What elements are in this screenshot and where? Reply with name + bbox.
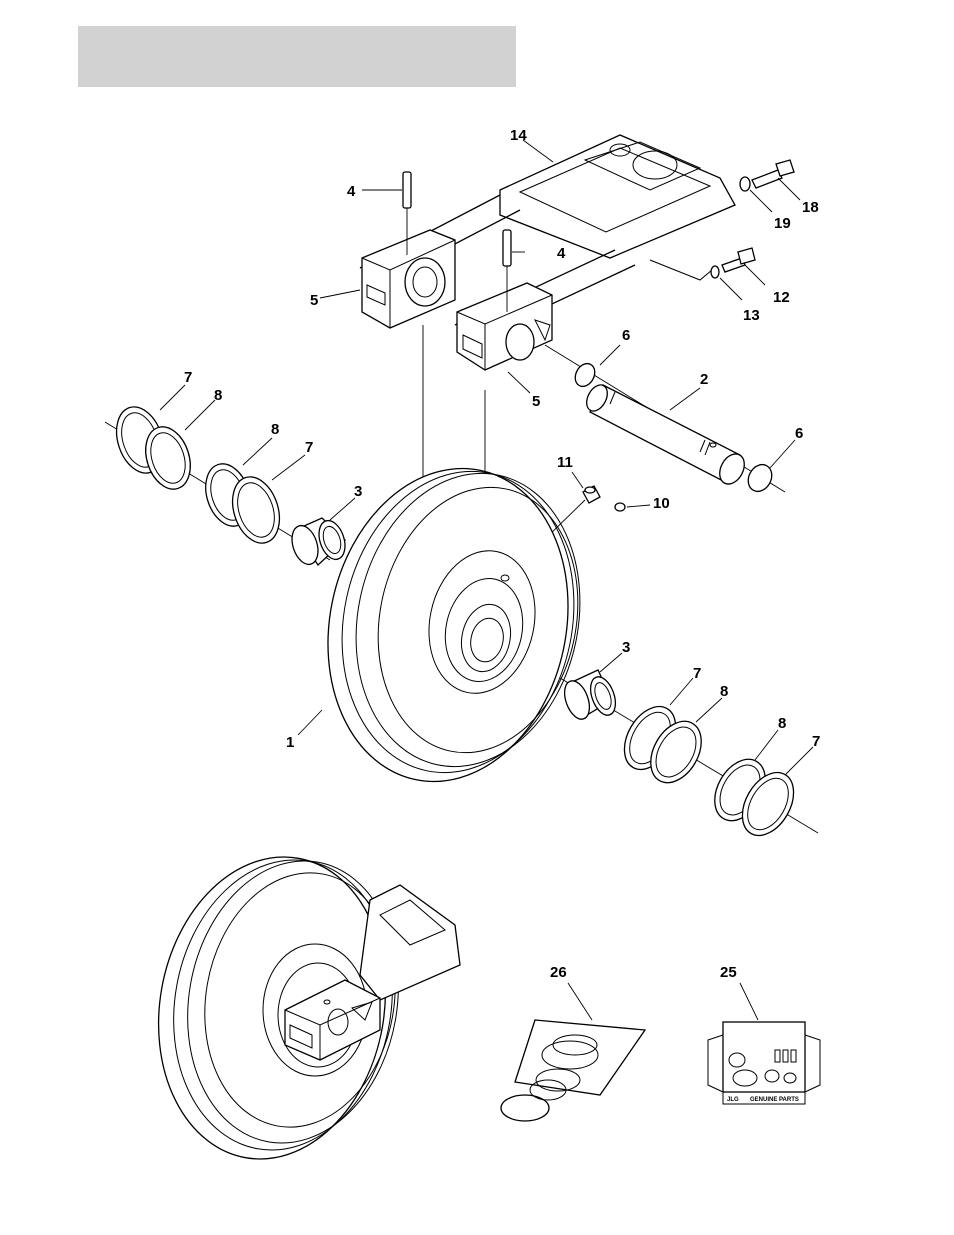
callout-8b: 8 — [271, 421, 279, 438]
callout-4b: 4 — [557, 245, 566, 262]
o-ring-10 — [615, 503, 625, 511]
bearing-block-left — [362, 230, 455, 328]
callout-13: 13 — [743, 307, 760, 324]
kit-tagline-text: GENUINE PARTS — [750, 1097, 799, 1103]
bolt-18 — [752, 160, 794, 188]
callout-10: 10 — [653, 495, 670, 512]
callout-8c: 8 — [720, 683, 728, 700]
o-ring-6b — [744, 460, 777, 495]
washer-19 — [740, 177, 750, 191]
seal-kit-26 — [501, 1020, 645, 1121]
callout-14: 14 — [510, 127, 527, 144]
bolt-12 — [722, 248, 755, 272]
seal-group-right — [614, 698, 804, 845]
callout-6b: 6 — [795, 425, 803, 442]
callout-5b: 5 — [532, 393, 540, 410]
callout-26: 26 — [550, 964, 567, 981]
callout-1: 1 — [286, 734, 294, 751]
callout-7d: 7 — [812, 733, 820, 750]
callout-8d: 8 — [778, 715, 786, 732]
seal-group-left — [109, 401, 288, 549]
kit-brand-text: JLG — [727, 1097, 739, 1103]
parts-kit-25: JLG GENUINE PARTS — [708, 1022, 820, 1104]
bearing-block-right — [457, 283, 552, 370]
callout-3b: 3 — [622, 639, 630, 656]
callout-2: 2 — [700, 371, 708, 388]
callout-3a: 3 — [354, 483, 362, 500]
axle-shaft — [582, 381, 749, 488]
callout-7b: 7 — [305, 439, 313, 456]
callout-7c: 7 — [693, 665, 701, 682]
bushing-3-left — [287, 517, 349, 567]
bushing-3-right — [560, 670, 620, 723]
callout-12: 12 — [773, 289, 790, 306]
callout-5a: 5 — [310, 292, 318, 309]
callout-7a: 7 — [184, 369, 192, 386]
assembled-idler-view — [135, 839, 460, 1177]
washer-13 — [711, 266, 719, 278]
callout-4a: 4 — [347, 183, 356, 200]
callout-19: 19 — [774, 215, 791, 232]
idler-wheel — [300, 446, 607, 804]
callout-8a: 8 — [214, 387, 222, 404]
callout-25: 25 — [720, 964, 737, 981]
o-ring-6a — [571, 360, 598, 390]
callout-6a: 6 — [622, 327, 630, 344]
plug-11 — [583, 486, 600, 503]
callout-11: 11 — [557, 454, 573, 471]
callout-18: 18 — [802, 199, 819, 216]
